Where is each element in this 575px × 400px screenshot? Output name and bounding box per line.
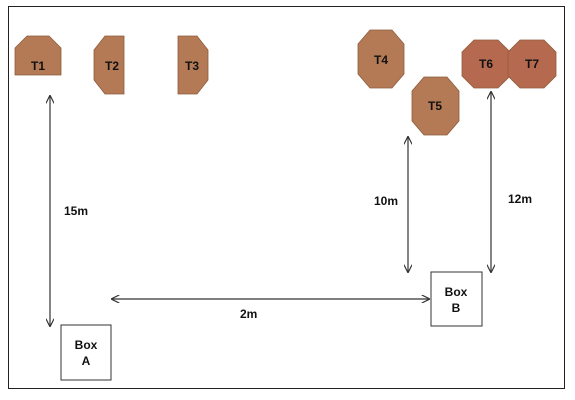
box-a-line1: Box <box>75 338 98 352</box>
distance-label-10m: 10m <box>374 194 398 208</box>
box-b-line2: B <box>452 301 461 315</box>
distance-label-15m: 15m <box>64 204 88 218</box>
distance-label-2m: 2m <box>240 307 257 321</box>
target-t3-label: T3 <box>185 59 199 73</box>
diagram-frame <box>8 6 565 389</box>
box-a: Box A <box>60 324 112 381</box>
target-t7-label: T7 <box>525 57 539 71</box>
box-a-line2: A <box>82 354 91 368</box>
box-b: Box B <box>430 271 483 327</box>
target-t3: T3 <box>177 35 209 95</box>
target-t1-label: T1 <box>31 59 45 73</box>
target-t6-label: T6 <box>479 57 493 71</box>
target-t2-label: T2 <box>105 59 119 73</box>
target-t2: T2 <box>93 35 125 95</box>
distance-label-12m: 12m <box>508 192 532 206</box>
target-t5: T5 <box>411 76 460 136</box>
target-t6: T6 <box>461 39 511 89</box>
box-b-line1: Box <box>445 285 468 299</box>
target-t5-label: T5 <box>428 99 442 113</box>
target-t1: T1 <box>14 35 62 76</box>
target-t7: T7 <box>507 39 557 89</box>
target-t4: T4 <box>357 29 405 89</box>
target-t4-label: T4 <box>374 53 388 67</box>
